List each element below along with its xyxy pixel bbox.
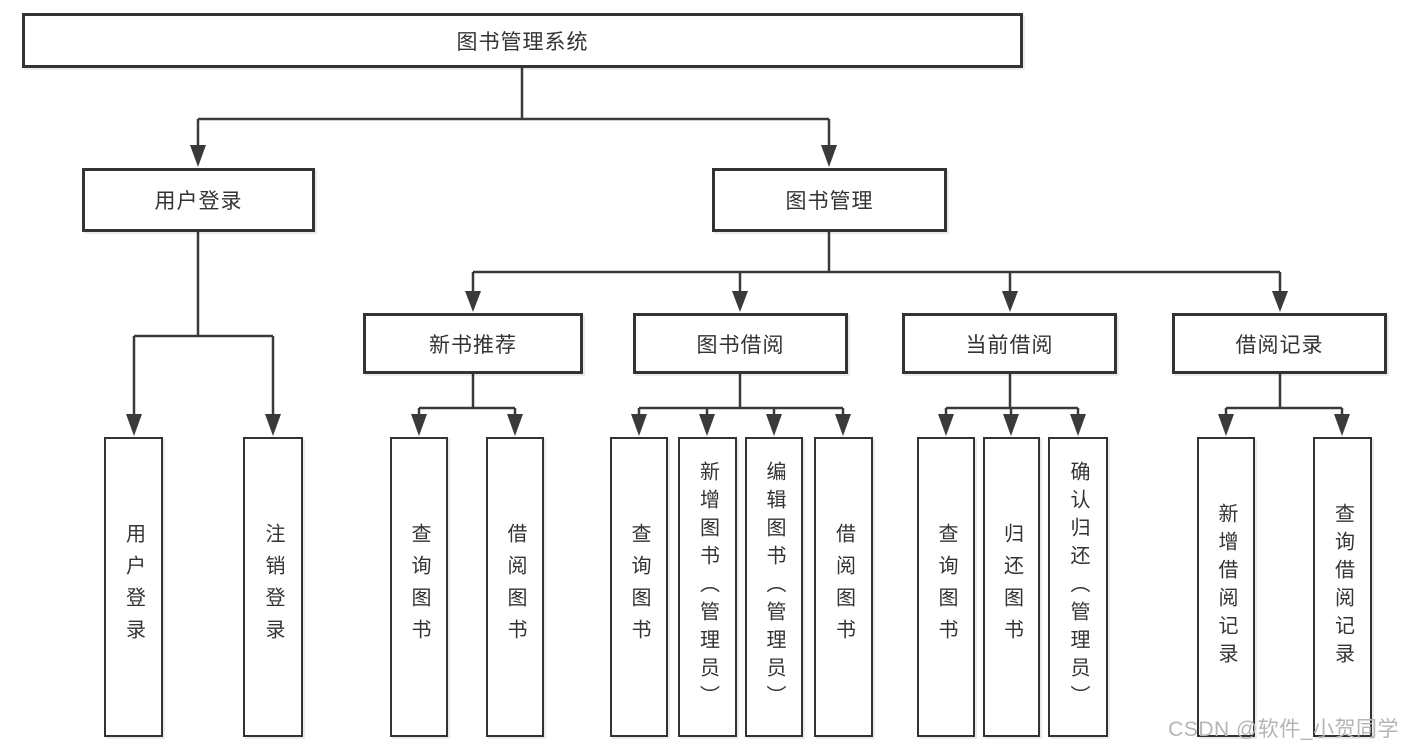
leaf-label: 新增图书（管理员） [696, 461, 719, 713]
node-book-management: 图书管理 [712, 168, 947, 232]
leaf-label: 新增借阅记录 [1215, 503, 1237, 671]
leaf-label: 归还图书 [1000, 523, 1023, 651]
leaf-query-borrowing-record: 查询借阅记录 [1313, 437, 1372, 737]
leaf-borrow-books: 借阅图书 [814, 437, 873, 737]
arrowheads [126, 145, 1350, 436]
node-new-book-recommendation: 新书推荐 [363, 313, 583, 374]
leaf-query-books: 查询图书 [917, 437, 975, 737]
leaf-label: 编辑图书（管理员） [763, 461, 785, 713]
leaf-query-books: 查询图书 [390, 437, 448, 737]
node-label: 当前借阅 [965, 333, 1054, 357]
leaf-add-books-admin: 新增图书（管理员） [678, 437, 737, 737]
leaf-label: 确认归还（管理员） [1067, 461, 1089, 713]
leaf-label: 注销登录 [262, 523, 284, 651]
node-current-borrowing: 当前借阅 [902, 313, 1117, 374]
leaf-label: 查询借阅记录 [1331, 503, 1354, 671]
leaf-label: 借阅图书 [832, 523, 855, 651]
node-book-borrowing: 图书借阅 [633, 313, 848, 374]
leaf-add-borrowing-record: 新增借阅记录 [1197, 437, 1255, 737]
node-label: 借阅记录 [1235, 333, 1324, 357]
leaf-label: 查询图书 [628, 523, 650, 651]
leaf-label: 查询图书 [935, 523, 957, 651]
leaf-query-books: 查询图书 [610, 437, 668, 737]
leaf-edit-books-admin: 编辑图书（管理员） [745, 437, 803, 737]
leaf-confirm-return-admin: 确认归还（管理员） [1048, 437, 1108, 737]
leaf-label: 用户登录 [122, 523, 145, 651]
node-label: 图书管理 [785, 190, 874, 213]
leaf-logout: 注销登录 [243, 437, 303, 737]
leaf-label: 查询图书 [408, 523, 430, 651]
node-label: 图书借阅 [696, 333, 785, 357]
leaf-user-login: 用户登录 [104, 437, 163, 737]
node-borrowing-records: 借阅记录 [1172, 313, 1387, 374]
leaf-return-books: 归还图书 [983, 437, 1040, 737]
node-user-login: 用户登录 [82, 168, 315, 232]
leaf-borrow-books: 借阅图书 [486, 437, 544, 737]
node-library-management-system: 图书管理系统 [22, 13, 1023, 68]
csdn-watermark: CSDN @软件_小贺同学 [1168, 718, 1399, 741]
node-label: 图书管理系统 [456, 30, 589, 54]
leaf-label: 借阅图书 [504, 523, 526, 651]
node-label: 新书推荐 [429, 333, 517, 357]
node-label: 用户登录 [154, 190, 243, 213]
